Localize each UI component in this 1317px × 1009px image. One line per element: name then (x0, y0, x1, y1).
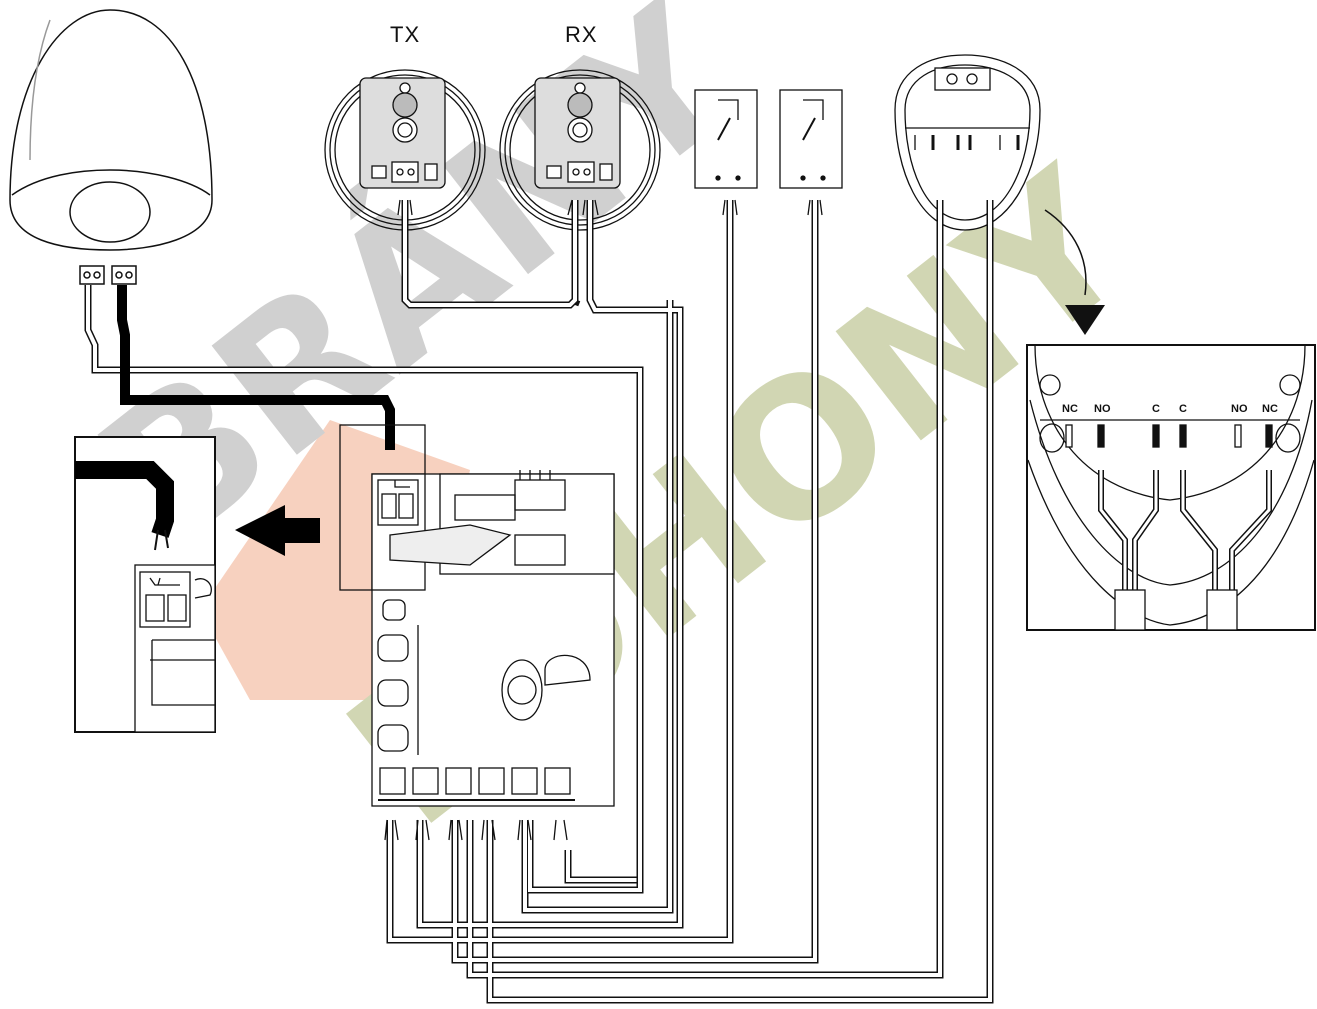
control-board (339, 424, 615, 807)
cable-runs (384, 199, 994, 1004)
flashing-lamp (9, 9, 213, 285)
key-selector-detail (1026, 344, 1316, 631)
terminal-label-nc-right: NC (1262, 403, 1278, 415)
terminal-label-nc-left: NC (1062, 403, 1078, 415)
terminal-label-c-left: C (1152, 403, 1160, 415)
tx-label: TX (390, 22, 420, 47)
photocell-rx (499, 69, 661, 231)
safety-switch-1 (694, 89, 758, 189)
safety-switch-2 (779, 89, 843, 189)
lamp-terminal-1 (79, 265, 105, 285)
key-selector (894, 54, 1041, 231)
terminal-label-no-right: NO (1231, 403, 1248, 415)
detail-terminal-labels: NC NO C C NO NC (1062, 403, 1278, 415)
detail-arrow (1044, 209, 1105, 335)
terminal-label-no-left: NO (1094, 403, 1111, 415)
lamp-cables (84, 285, 644, 884)
lamp-terminal-2 (111, 265, 137, 285)
rx-label: RX (565, 22, 598, 47)
arrow-left-icon (235, 505, 320, 556)
terminal-label-c-right: C (1179, 403, 1187, 415)
antenna-detail (74, 436, 216, 733)
